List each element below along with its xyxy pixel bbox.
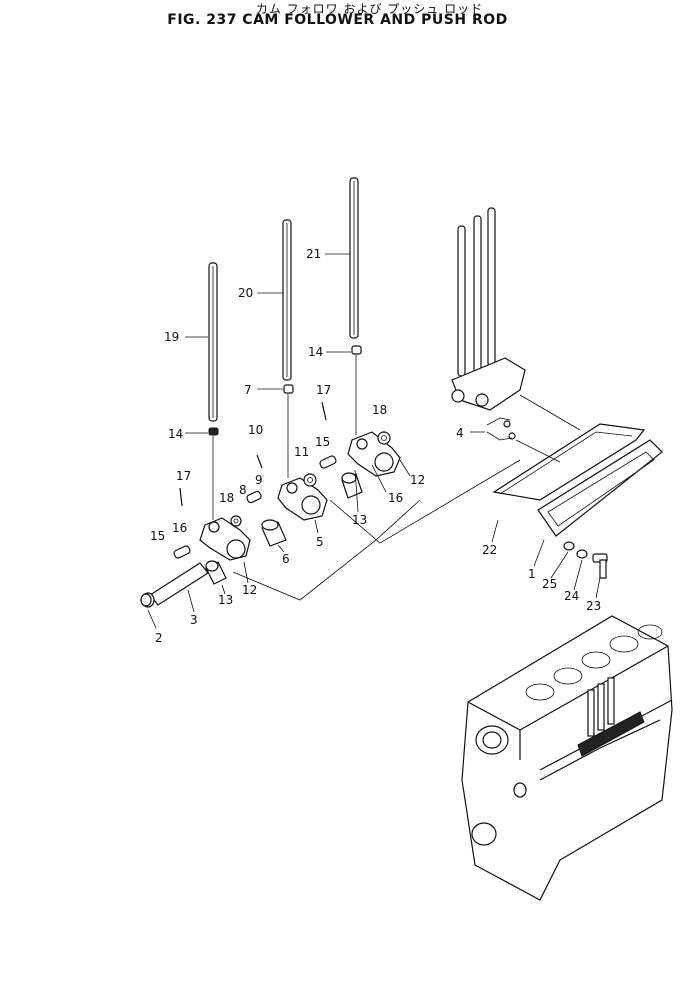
pin-8 [246, 490, 262, 504]
callout-24: 24 [564, 589, 579, 603]
cover-22 [492, 423, 646, 501]
callout-14-left: 14 [168, 427, 183, 441]
callout-13-right: 13 [352, 513, 367, 527]
callout-25: 25 [542, 577, 557, 591]
callout-20: 20 [238, 286, 253, 300]
callout-4: 4 [456, 426, 464, 440]
pin-10 [256, 454, 263, 469]
callout-1: 1 [528, 567, 536, 581]
callout-5: 5 [316, 535, 324, 549]
cam-follower-shaft-3 [141, 562, 209, 608]
cam-follower-lever-mid [277, 477, 328, 521]
callout-16-left: 16 [172, 521, 187, 535]
callout-3: 3 [190, 613, 198, 627]
pin-17-right [321, 401, 327, 421]
cam-follower-lever-right [347, 431, 401, 477]
spring-15-right [319, 455, 337, 469]
bushing-13-right [341, 472, 363, 499]
push-rod-20 [282, 219, 292, 381]
callout-17-right: 17 [316, 383, 331, 397]
callout-15-left: 15 [150, 529, 165, 543]
callout-16-right: 16 [388, 491, 403, 505]
push-rod-19 [208, 262, 218, 422]
callout-15-right: 15 [315, 435, 330, 449]
callout-numbers: 1 2 3 4 5 6 7 8 9 10 11 12 12 13 13 14 1… [150, 247, 601, 645]
push-rod-21 [349, 177, 359, 339]
callout-18-right: 18 [372, 403, 387, 417]
callout-10: 10 [248, 423, 263, 437]
washer-18-left [230, 515, 242, 527]
gasket-4-fittings [503, 420, 516, 440]
cap-7 [283, 384, 294, 394]
callout-7: 7 [244, 383, 252, 397]
assembled-push-rods [451, 207, 526, 411]
gasket-1 [537, 439, 663, 537]
callout-6: 6 [282, 552, 290, 566]
callout-8: 8 [239, 483, 247, 497]
leader-lines [147, 253, 601, 629]
washer-24 [576, 549, 588, 559]
cam-follower-lever-left [199, 517, 251, 561]
callout-21: 21 [306, 247, 321, 261]
spring-15-left [173, 545, 191, 559]
bolt-23 [592, 553, 608, 579]
callout-13-left: 13 [218, 593, 233, 607]
ring-11 [303, 473, 317, 487]
pin-17-left [179, 487, 183, 507]
callout-23: 23 [586, 599, 601, 613]
callout-22: 22 [482, 543, 497, 557]
callout-18-left: 18 [219, 491, 234, 505]
engine-block-inset [461, 615, 673, 901]
sleeve-6 [261, 519, 287, 547]
callout-11: 11 [294, 445, 309, 459]
washer-18-right [377, 431, 391, 445]
washer-25 [563, 541, 575, 551]
figure-title-japanese: カム フォロワ および プッシュ ロッド [255, 2, 484, 16]
callout-2: 2 [155, 631, 163, 645]
callout-12-left: 12 [242, 583, 257, 597]
cap-14-right [351, 345, 362, 355]
callout-12-right: 12 [410, 473, 425, 487]
cap-14-left [208, 427, 219, 436]
callout-17-left: 17 [176, 469, 191, 483]
bushing-13-left [205, 560, 227, 585]
callout-19: 19 [164, 330, 179, 344]
plug-2 [140, 593, 152, 607]
callout-14-right: 14 [308, 345, 323, 359]
callout-9: 9 [255, 473, 263, 487]
figure-title: FIG. 237 CAM FOLLOWER AND PUSH ROD [167, 12, 508, 28]
